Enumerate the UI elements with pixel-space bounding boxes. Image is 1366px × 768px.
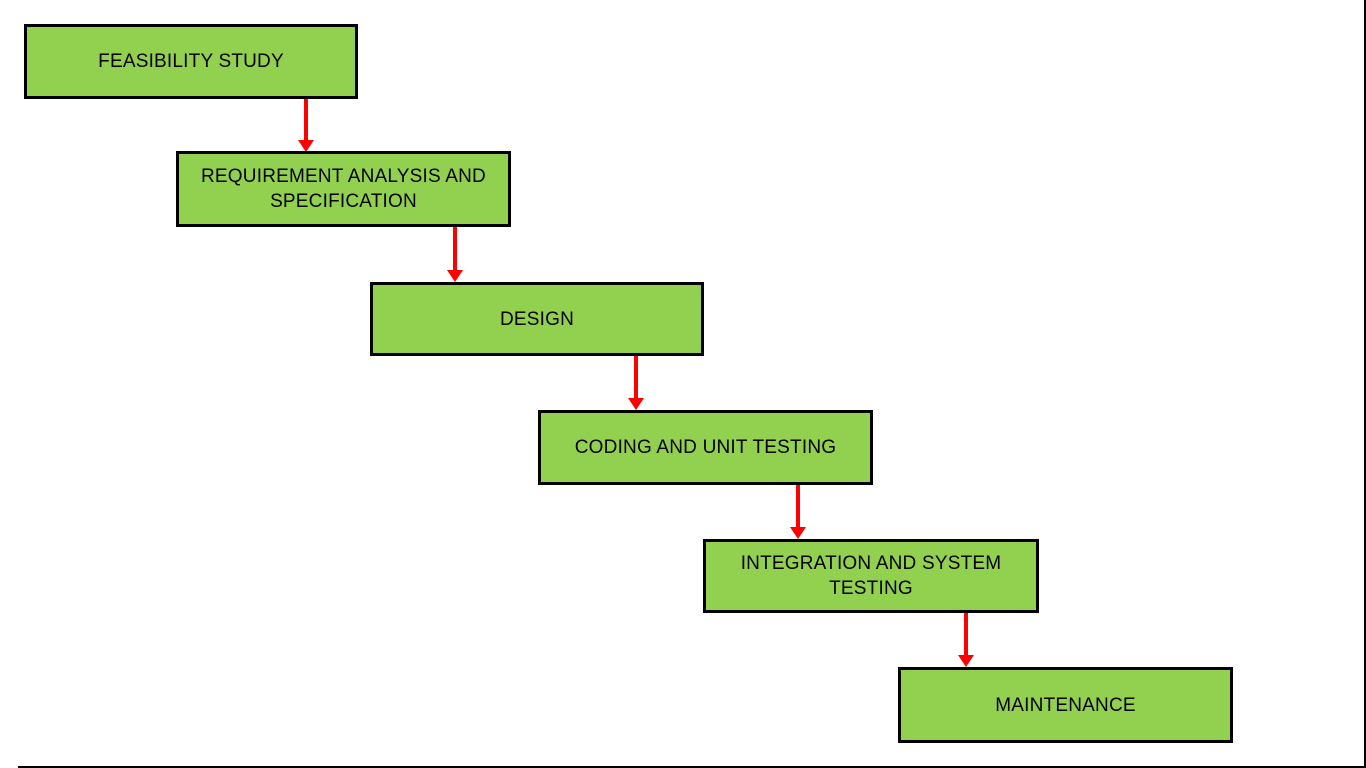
arrow-head-icon bbox=[790, 527, 806, 539]
flow-arrow-5 bbox=[958, 613, 974, 667]
stage-label: DESIGN bbox=[499, 308, 575, 330]
arrow-head-icon bbox=[447, 270, 463, 282]
stage-box-maintenance: MAINTENANCE bbox=[898, 667, 1233, 743]
stage-label: MAINTENANCE bbox=[995, 694, 1136, 716]
stage-box-requirement-analysis: REQUIREMENT ANALYSIS AND SPECIFICATION bbox=[176, 151, 511, 227]
stage-box-feasibility-study: FEASIBILITY STUDY bbox=[24, 24, 358, 99]
stage-label-line2: SPECIFICATION bbox=[270, 191, 417, 212]
arrow-head-icon bbox=[298, 140, 314, 152]
arrow-shaft bbox=[304, 99, 308, 140]
flow-arrow-1 bbox=[298, 99, 314, 152]
flow-arrow-4 bbox=[790, 485, 806, 539]
arrow-shaft bbox=[964, 613, 968, 655]
stage-box-integration-and-system-testing: INTEGRATION AND SYSTEM TESTING bbox=[703, 539, 1039, 613]
stage-box-design: DESIGN bbox=[370, 282, 704, 356]
arrow-shaft bbox=[453, 227, 457, 270]
stage-label: CODING AND UNIT TESTING bbox=[574, 437, 837, 458]
flow-arrow-2 bbox=[447, 227, 463, 282]
arrow-head-icon bbox=[958, 655, 974, 667]
arrow-shaft bbox=[796, 485, 800, 527]
frame-line-right bbox=[1364, 0, 1366, 768]
stage-label-line2: TESTING bbox=[829, 578, 913, 599]
frame-line-bottom bbox=[18, 766, 1366, 768]
arrow-shaft bbox=[634, 356, 638, 398]
stage-label: FEASIBILITY STUDY bbox=[98, 51, 284, 72]
flow-arrow-3 bbox=[628, 356, 644, 410]
arrow-head-icon bbox=[628, 398, 644, 410]
stage-box-coding-and-unit-testing: CODING AND UNIT TESTING bbox=[538, 410, 873, 485]
stage-label-line1: INTEGRATION AND SYSTEM bbox=[740, 553, 1002, 574]
stage-label-line1: REQUIREMENT ANALYSIS AND bbox=[201, 166, 486, 187]
